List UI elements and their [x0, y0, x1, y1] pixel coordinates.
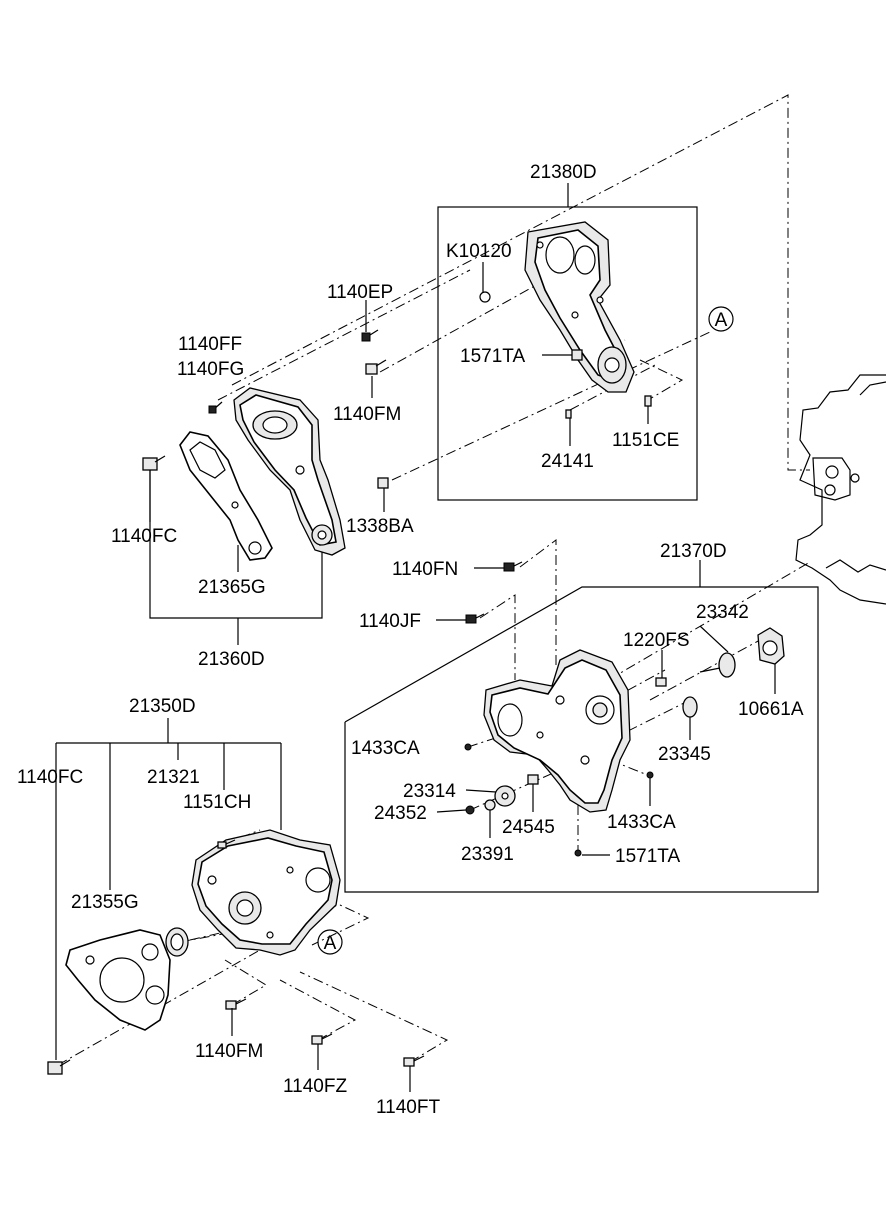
label-1151ch: 1151CH: [183, 792, 251, 813]
ref-a-top-text: A: [715, 310, 728, 331]
label-1338ba: 1338BA: [346, 516, 414, 537]
label-21365G: 21365G: [198, 577, 266, 598]
label-1140fn: 1140FN: [392, 559, 458, 580]
bolt-1140ep: [361, 329, 379, 342]
label-1433ca-right: 1433CA: [607, 812, 676, 833]
group-box-21370D: [344, 586, 819, 893]
guide-line-23342: [649, 639, 761, 701]
guide-line-1140ff: [217, 269, 471, 401]
bolt-1151ce: [644, 395, 652, 407]
label-24352: 24352: [374, 803, 427, 824]
spring-1220fs: [655, 677, 667, 687]
nut-23391: [484, 799, 496, 811]
bolt-1140jf: [465, 613, 485, 624]
label-23345: 23345: [658, 744, 711, 765]
ref-circle-a-top: [708, 306, 734, 332]
bolt-1140fz: [311, 1033, 333, 1045]
label-1140fc-left: 1140FC: [17, 767, 83, 788]
pin-24141: [565, 409, 572, 419]
guide-line-1140ft: [299, 971, 449, 1063]
label-1140ft: 1140FT: [376, 1097, 440, 1118]
label-1140ep: 1140EP: [327, 282, 393, 303]
label-1140fm-bot: 1140FM: [195, 1041, 263, 1062]
gear-23345: [682, 696, 698, 718]
plug-1571ta-top: [571, 349, 583, 361]
label-23314: 23314: [403, 781, 456, 802]
label-1140fc-top: 1140FC: [111, 526, 177, 547]
label-1151ce: 1151CE: [612, 430, 679, 451]
bolt-1140fc-top: [142, 455, 166, 471]
bolt-1140fn: [503, 561, 523, 572]
label-1140fz: 1140FZ: [283, 1076, 347, 1097]
bolt-1140ff: [208, 401, 223, 414]
label-1140jf: 1140JF: [359, 611, 421, 632]
gasket-21355G: [65, 929, 171, 1031]
guide-line-1140fn: [519, 539, 557, 665]
guide-line-1140fm-bot: [224, 959, 267, 1006]
guide-line-1151ce: [639, 359, 684, 401]
label-1140ff: 1140FF: [178, 334, 242, 355]
timing-cover-front-piece: [233, 387, 346, 556]
label-23342: 23342: [696, 602, 749, 623]
guide-line-top-right: [231, 94, 810, 471]
relief-valve-cap-10661A: [757, 627, 785, 665]
leader-23342: [699, 625, 729, 653]
guide-line-21370D: [539, 561, 811, 721]
upper-timing-cover-21380D: [524, 221, 635, 393]
label-10661A: 10661A: [738, 699, 804, 720]
label-1220fs: 1220FS: [623, 630, 690, 651]
oil-pump-housing-21370D: [483, 649, 631, 813]
timing-cover-gasket-21365G: [179, 431, 273, 561]
bolt-1140fm-bot: [225, 998, 247, 1010]
pin-1433ca-right: [646, 771, 654, 779]
ref-a-bot-text: A: [324, 933, 337, 954]
bolt-1140fm-top: [365, 359, 387, 375]
guide-line-1140fz: [279, 979, 357, 1041]
guide-line-A-bottom: [189, 904, 370, 946]
pin-1433ca-left: [464, 743, 472, 751]
seal-21321: [165, 927, 189, 957]
label-21380D: 21380D: [530, 162, 597, 183]
guide-line-1140jf: [479, 594, 516, 680]
sleeve-24545: [527, 774, 539, 785]
bolt-1140ft: [403, 1055, 425, 1067]
plug-1571ta-bot: [574, 849, 582, 857]
guide-line-1338ba: [391, 331, 711, 481]
oil-pump-gear-23342: [699, 652, 736, 678]
label-24545: 24545: [502, 817, 555, 838]
label-21370D: 21370D: [660, 541, 727, 562]
label-1571ta-top: 1571TA: [460, 346, 525, 367]
label-1433ca-left: 1433CA: [351, 738, 420, 759]
label-1140fg: 1140FG: [177, 359, 244, 380]
bracket-21360D: [149, 465, 323, 619]
label-21321: 21321: [147, 767, 200, 788]
leader-23314: [465, 789, 497, 793]
nut-1338ba: [377, 477, 389, 489]
engine-block-outline: [795, 374, 886, 605]
front-case-21350D: [191, 829, 341, 956]
leader-24352: [436, 809, 467, 813]
label-k10120: K10120: [446, 241, 512, 262]
bolt-1151ch: [217, 839, 236, 849]
oring-k10120: [479, 291, 491, 303]
bolt-1140fc-left: [47, 1059, 71, 1075]
washer-24352: [465, 805, 475, 815]
label-21360D: 21360D: [198, 649, 265, 670]
label-21350D: 21350D: [129, 696, 196, 717]
ref-circle-a-bottom: [317, 929, 343, 955]
label-23391: 23391: [461, 844, 514, 865]
sprocket-23314: [494, 785, 516, 807]
label-24141: 24141: [541, 451, 594, 472]
label-1571ta-bot: 1571TA: [615, 846, 680, 867]
label-1140fm-top: 1140FM: [333, 404, 401, 425]
guide-line-24545: [469, 769, 561, 811]
label-21355G: 21355G: [71, 892, 139, 913]
